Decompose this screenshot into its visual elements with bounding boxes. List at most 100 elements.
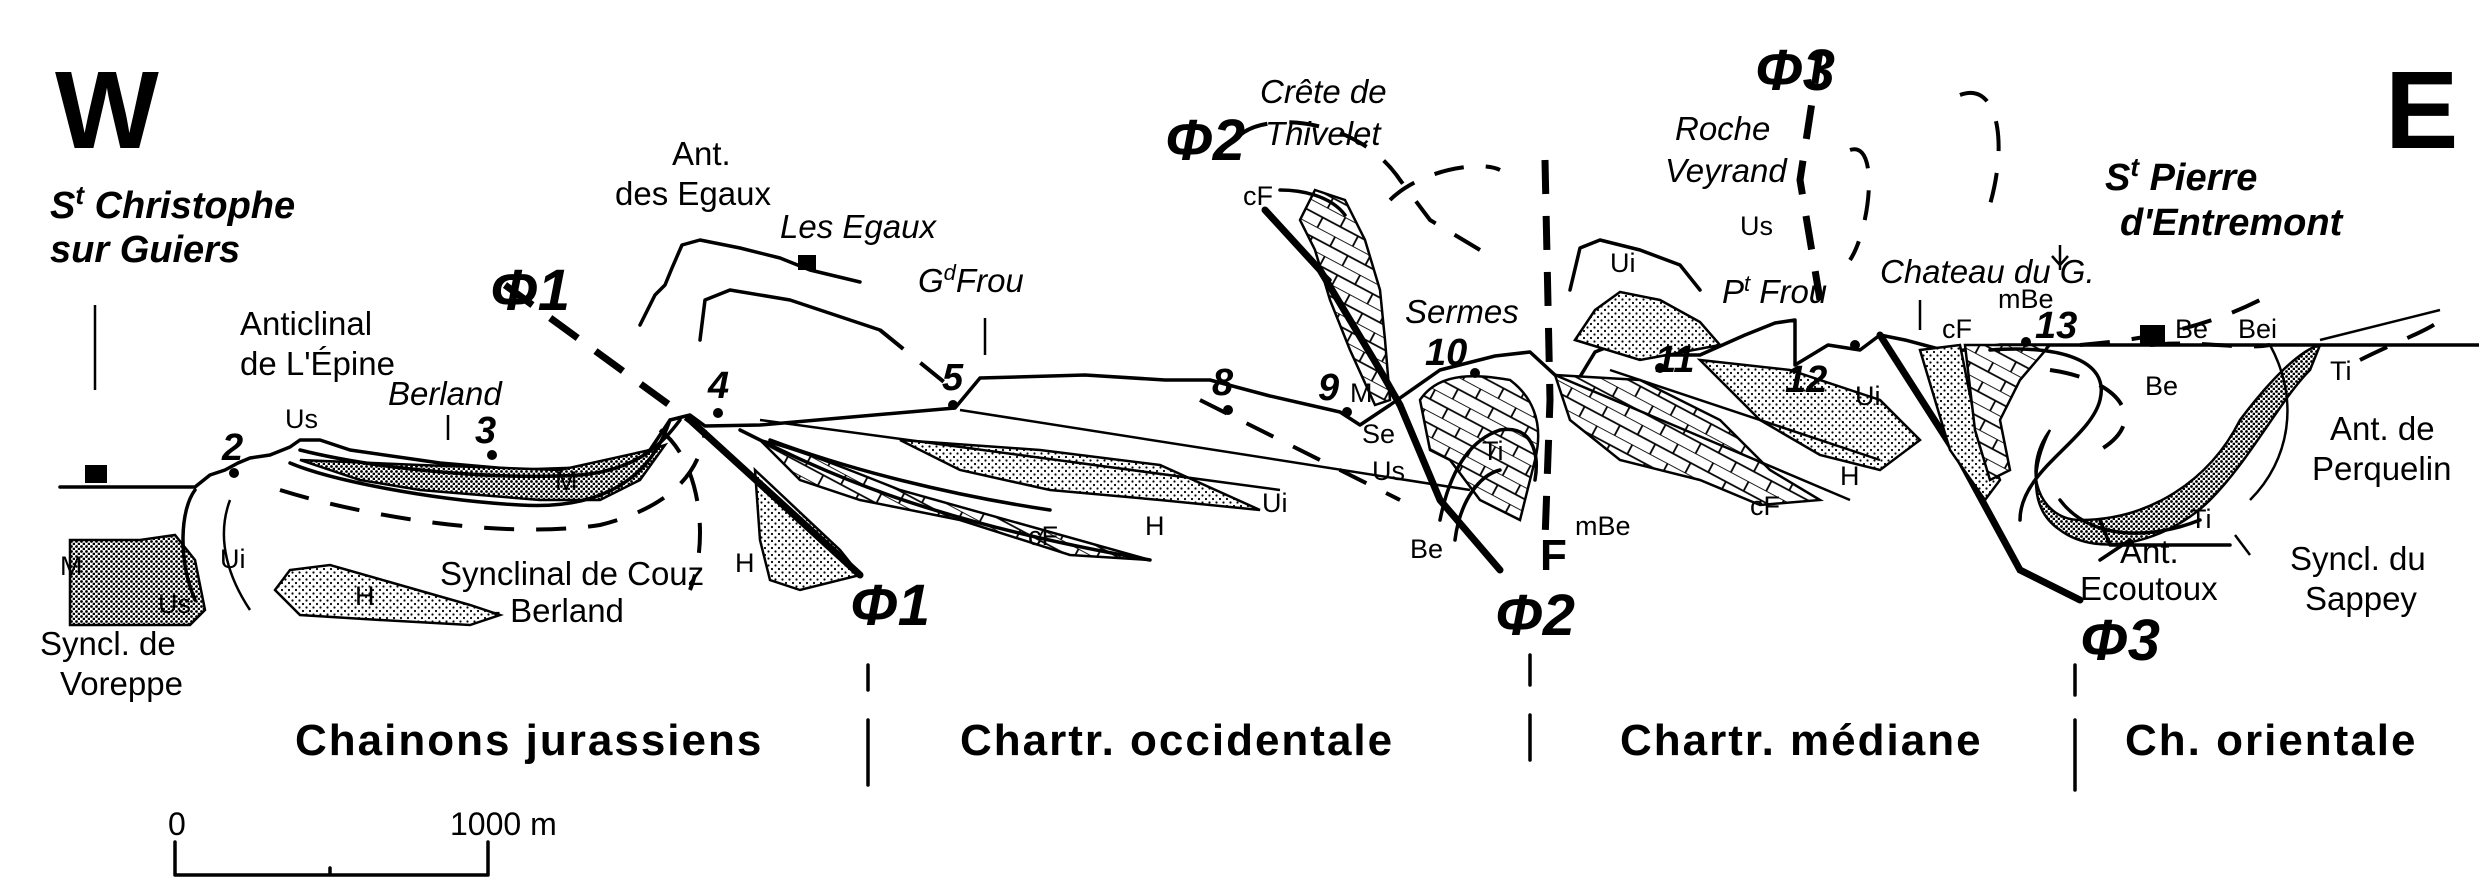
unit-ui-1: Ui	[220, 544, 246, 574]
place-labels: St Christophe sur Guiers St Pierre d'Ent…	[50, 73, 2344, 412]
anticlinal-label-1: Anticlinal	[240, 305, 372, 342]
synclinal-label-1: Synclinal de Couz	[440, 555, 704, 592]
phi2-top-label: Φ2	[1165, 108, 1245, 173]
unit-us-3: Us	[1372, 456, 1405, 486]
scale-start-label: 0	[168, 806, 186, 842]
unit-ui-3: Ui	[1855, 381, 1881, 411]
point-11: 11	[1655, 339, 1694, 381]
unit-se: Se	[1362, 419, 1395, 449]
roche-label-1: Roche	[1675, 110, 1770, 147]
phi2-bottom-label: Φ2	[1495, 583, 1575, 648]
scale-end-label: 1000 m	[450, 806, 557, 842]
unit-ui-4: Ui	[1610, 248, 1636, 278]
phi3-top-label: Φ3	[1755, 38, 1835, 103]
pt-frou-label: Pt Frou	[1722, 271, 1827, 310]
fault-f-label: F	[1540, 531, 1567, 580]
h-band-middle	[1696, 358, 1922, 472]
h-band-west	[899, 438, 1261, 512]
unit-ui-2: Ui	[1262, 488, 1288, 518]
fault-phi2	[1396, 401, 1504, 574]
point-10: 10	[1425, 332, 1467, 374]
unit-ti-1: Ti	[1482, 436, 1504, 466]
unit-be-1: Be	[1410, 534, 1443, 564]
entremont-label: d'Entremont	[2120, 202, 2344, 244]
ant-perquelin-label-1: Ant. de	[2330, 410, 2435, 447]
crete-thivelet-fold	[1298, 188, 1392, 407]
unit-cf-4: cF	[1942, 314, 1972, 344]
cf-limestone-middle	[1553, 373, 1824, 507]
sermes-label: Sermes	[1405, 293, 1519, 330]
unit-h-1: H	[355, 581, 375, 611]
anticlinal-label-2: de L'Épine	[240, 345, 395, 382]
unit-ti-3: Ti	[2190, 504, 2212, 534]
crete-label-1: Crête de	[1260, 73, 1387, 110]
sample-dots	[229, 337, 2031, 478]
zone-orientale: Ch. orientale	[2125, 716, 2418, 765]
unit-us-2: Us	[158, 589, 191, 619]
house-les-egaux	[798, 255, 816, 270]
unit-mbe-2: mBe	[1998, 284, 2054, 314]
synclinal-label-2: - Berland	[490, 592, 624, 629]
egaux-cliff	[638, 238, 862, 327]
unit-h-3: H	[1145, 511, 1165, 541]
crete-label-2: Thivelet	[1265, 115, 1382, 152]
point-3: 3	[475, 410, 496, 452]
unit-be-2: Be	[2175, 314, 2208, 344]
roche-veyrand-stipple	[1573, 290, 1723, 362]
orientation-labels: W E	[55, 49, 2458, 172]
unit-h-4: H	[1840, 461, 1860, 491]
berland-syncline-fill	[299, 442, 669, 502]
geology-layers	[58, 49, 2479, 627]
phi1-top-label: Φ1	[490, 258, 570, 323]
point-8: 8	[1212, 362, 1234, 404]
house-st-pierre	[2140, 325, 2165, 345]
east-label: E	[2385, 49, 2458, 172]
point-9: 9	[1318, 367, 1339, 409]
phi1-bottom-label: Φ1	[850, 573, 930, 638]
point-5: 5	[942, 357, 964, 399]
scale-bar: 0 1000 m	[168, 806, 557, 877]
point-4: 4	[707, 365, 729, 407]
structure-labels: Ant. des Egaux Anticlinal de L'Épine Syn…	[40, 135, 2451, 702]
zone-chainons: Chainons jurassiens	[295, 716, 763, 765]
unit-m-1: M	[60, 551, 83, 581]
zone-dividers	[866, 653, 2077, 792]
phi3-bottom-label: Φ3	[2080, 608, 2160, 673]
unit-us-1: Us	[285, 404, 318, 434]
h-lens-left	[273, 563, 504, 627]
syncl-voreppe-label-1: Syncl. de	[40, 625, 176, 662]
syncl-sappey-label-1: Syncl. du	[2290, 540, 2426, 577]
point-labels: 2 3 4 5 8 9 10 11 12 13	[221, 305, 2077, 469]
unit-ti-2: Ti	[2330, 356, 2352, 386]
point-13: 13	[2035, 305, 2077, 347]
gd-frou-label: GdFrou	[918, 260, 1024, 299]
syncline-voreppe-fill	[68, 533, 207, 627]
chateau-label: Chateau du G.	[1880, 253, 2095, 290]
unit-mbe-1: mBe	[1575, 511, 1631, 541]
point-2: 2	[221, 427, 243, 469]
les-egaux-label: Les Egaux	[780, 208, 937, 245]
fault-phi3	[1876, 331, 2084, 604]
ant-egaux-label-1: Ant.	[672, 135, 731, 172]
orientale-stipple-left	[1918, 343, 2002, 503]
zone-mediane: Chartr. médiane	[1620, 716, 1983, 765]
unit-m-2: M	[555, 466, 578, 496]
ant-ecoutoux-label-1: Ant.	[2120, 533, 2179, 570]
house-st-christophe	[85, 465, 107, 483]
unit-cf-1: cF	[1028, 521, 1058, 551]
fault-phi1	[686, 416, 864, 579]
syncl-sappey-label-2: Sappey	[2305, 580, 2417, 617]
sur-guiers-label: sur Guiers	[50, 229, 240, 271]
st-christophe-label: St Christophe	[50, 180, 295, 227]
unit-h-2: H	[735, 548, 755, 578]
zone-labels: Chainons jurassiens Chartr. occidentale …	[295, 716, 2418, 765]
unit-labels: Us Us Ui M M H H cF H Ui cF M Se Us Be T…	[60, 181, 2352, 619]
unit-cf-3: cF	[1750, 491, 1780, 521]
point-12: 12	[1785, 359, 1827, 401]
fault-labels: Φ1 Φ1 Φ2 Φ2 Φ3 Φ3 F	[490, 38, 2160, 673]
unit-m-3: M	[1350, 378, 1373, 408]
st-pierre-label: St Pierre	[2105, 152, 2257, 199]
zone-occidentale: Chartr. occidentale	[960, 716, 1394, 765]
roche-label-2: Veyrand	[1665, 152, 1788, 189]
